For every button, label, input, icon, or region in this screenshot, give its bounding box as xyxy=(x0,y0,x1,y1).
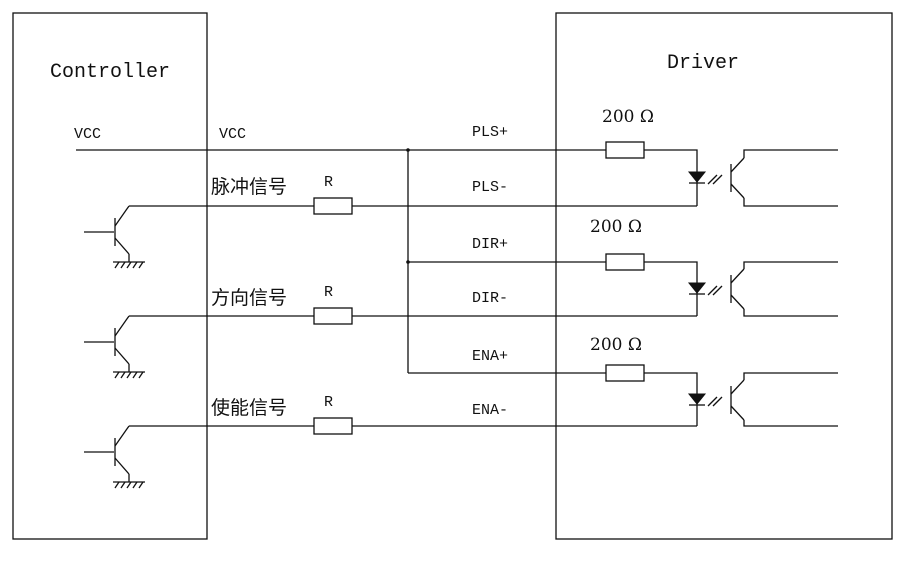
phototransistor-icon xyxy=(730,372,838,427)
led-icon xyxy=(687,393,723,407)
resistor-r-direction xyxy=(313,307,353,325)
resistor-r-enable xyxy=(313,417,353,435)
pin-label-ena-minus: ENA- xyxy=(472,402,508,419)
led-icon xyxy=(687,282,723,296)
resistor-label-200-ohm: 200 Ω xyxy=(602,107,654,127)
signal-label-enable: 使能信号 xyxy=(211,397,287,419)
controller-title: Controller xyxy=(50,61,170,84)
controller-box xyxy=(12,12,208,540)
wire-opto-2 xyxy=(644,261,698,316)
pin-label-pls-plus: PLS+ xyxy=(472,124,508,141)
pin-label-dir-minus: DIR- xyxy=(472,290,508,307)
signal-label-direction: 方向信号 xyxy=(211,287,287,309)
pin-label-dir-plus: DIR+ xyxy=(472,236,508,253)
transistor-symbol xyxy=(84,205,145,269)
resistor-r-pulse xyxy=(313,197,353,215)
junction-dot xyxy=(406,260,410,264)
resistor-label-200-ohm: 200 Ω xyxy=(590,217,642,237)
led-icon xyxy=(687,171,723,185)
driver-title: Driver xyxy=(667,52,739,75)
vcc-label-right: VCC xyxy=(219,126,246,143)
wire-opto-1 xyxy=(644,149,698,206)
wire-opto-3 xyxy=(644,372,698,426)
transistor-symbol xyxy=(84,315,145,379)
resistor-200-ohm-pls xyxy=(605,141,645,159)
phototransistor-icon xyxy=(730,261,838,317)
transistor-symbol xyxy=(84,425,145,489)
signal-label-pulse: 脉冲信号 xyxy=(211,176,287,198)
resistor-label-r: R xyxy=(324,284,333,301)
resistor-label-r: R xyxy=(324,394,333,411)
resistor-label-200-ohm: 200 Ω xyxy=(590,335,642,355)
vcc-label-left: VCC xyxy=(74,126,101,143)
resistor-label-r: R xyxy=(324,174,333,191)
pin-label-ena-plus: ENA+ xyxy=(472,348,508,365)
driver-box xyxy=(555,12,893,540)
phototransistor-icon xyxy=(730,149,838,207)
resistor-200-ohm-dir xyxy=(605,253,645,271)
resistor-200-ohm-ena xyxy=(605,364,645,382)
pin-label-pls-minus: PLS- xyxy=(472,179,508,196)
junction-dot xyxy=(406,148,410,152)
